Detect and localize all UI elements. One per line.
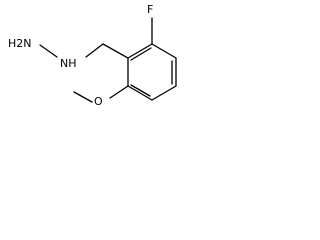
bond-ch2-nh	[85, 43, 104, 58]
bond-oxygen-methyl	[73, 91, 93, 103]
atom-hydrazine-nh-label: NH	[60, 57, 77, 70]
ring-bond-c2-c3	[151, 43, 177, 59]
chemical-structure: F H2N NH O	[8, 3, 177, 108]
benzene-ring	[127, 43, 177, 101]
atom-oxygen-label: O	[94, 95, 103, 108]
ring-double-bond-inner-1	[130, 47, 152, 61]
bond-c1-ch2	[102, 43, 129, 59]
ring-double-bond-inner-3	[130, 84, 151, 97]
bond-nh-nh2	[39, 44, 58, 58]
bond-c6-oxygen	[109, 85, 129, 99]
ring-bond-c1-c2	[127, 43, 153, 59]
atom-fluorine-label: F	[147, 3, 153, 16]
ring-bond-c4-c5	[151, 85, 177, 101]
ring-bond-c5-c6	[127, 85, 153, 101]
atom-hydrazine-nh2-label: H2N	[8, 37, 32, 50]
